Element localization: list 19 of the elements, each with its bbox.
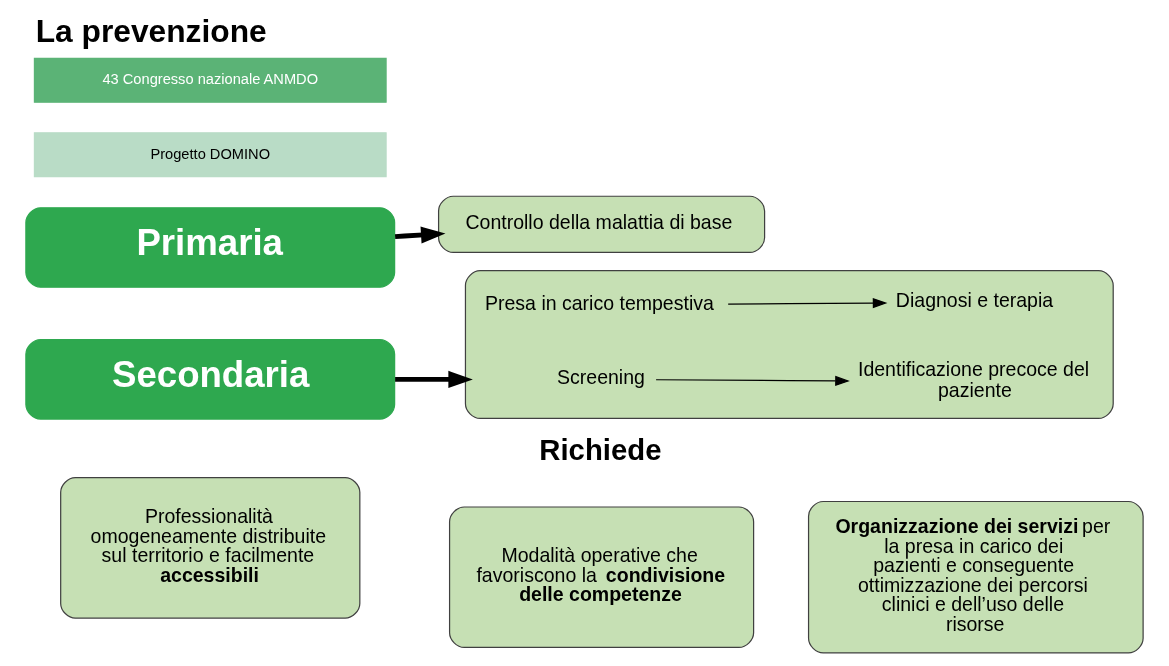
node-text: Screening <box>557 366 645 389</box>
label: 43 Congresso nazionale ANMDO <box>102 71 319 88</box>
node-text: Identificazione precoce del paziente <box>858 357 1090 402</box>
cluster <box>464 270 1114 420</box>
node-box: Controllo della malattia di base <box>437 195 766 253</box>
node-box: Organizzazione dei servizi per la presa in carico dei pazienti e conseguente ottimizzazione dei percorsi clinici e dell’uso delle risorse <box>807 500 1144 654</box>
node-box: Modalità operative che favoriscono la condivisione delle competenze <box>448 506 755 648</box>
arrow <box>394 226 446 244</box>
label: Progetto DOMINO <box>150 145 271 162</box>
arrow <box>395 370 473 388</box>
node-text: Diagnosi e terapia <box>895 289 1054 312</box>
label: Richiede <box>539 433 662 467</box>
node-box: Professionalità omogeneamente distribuite sul territorio e facilmente accessibili <box>60 477 361 619</box>
arrow <box>655 375 850 387</box>
node-box: Secondaria <box>25 339 396 420</box>
node-box: Primaria <box>25 207 396 288</box>
arrow <box>727 298 888 309</box>
node-text: Presa in carico tempestiva <box>484 291 714 314</box>
diagram-title: La prevenzione <box>35 13 267 50</box>
